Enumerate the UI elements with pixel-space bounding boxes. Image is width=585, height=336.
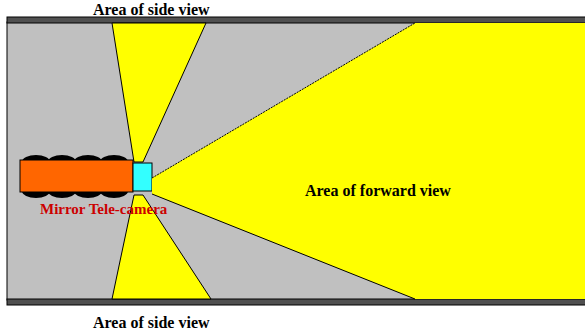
pipe-wall <box>7 299 585 305</box>
camera-label: Mirror Tele-camera <box>40 201 167 218</box>
tele-camera <box>133 163 152 191</box>
view-label: Area of side view <box>93 1 210 19</box>
forward-view-shape <box>150 22 585 300</box>
pipe-interior <box>7 22 585 300</box>
region-label: Area of forward view <box>305 182 451 200</box>
view-label: Area of side view <box>93 314 210 332</box>
side-view-area <box>112 23 206 162</box>
robot-body <box>20 160 133 192</box>
forward-view-area: Area of forward view <box>150 22 585 300</box>
